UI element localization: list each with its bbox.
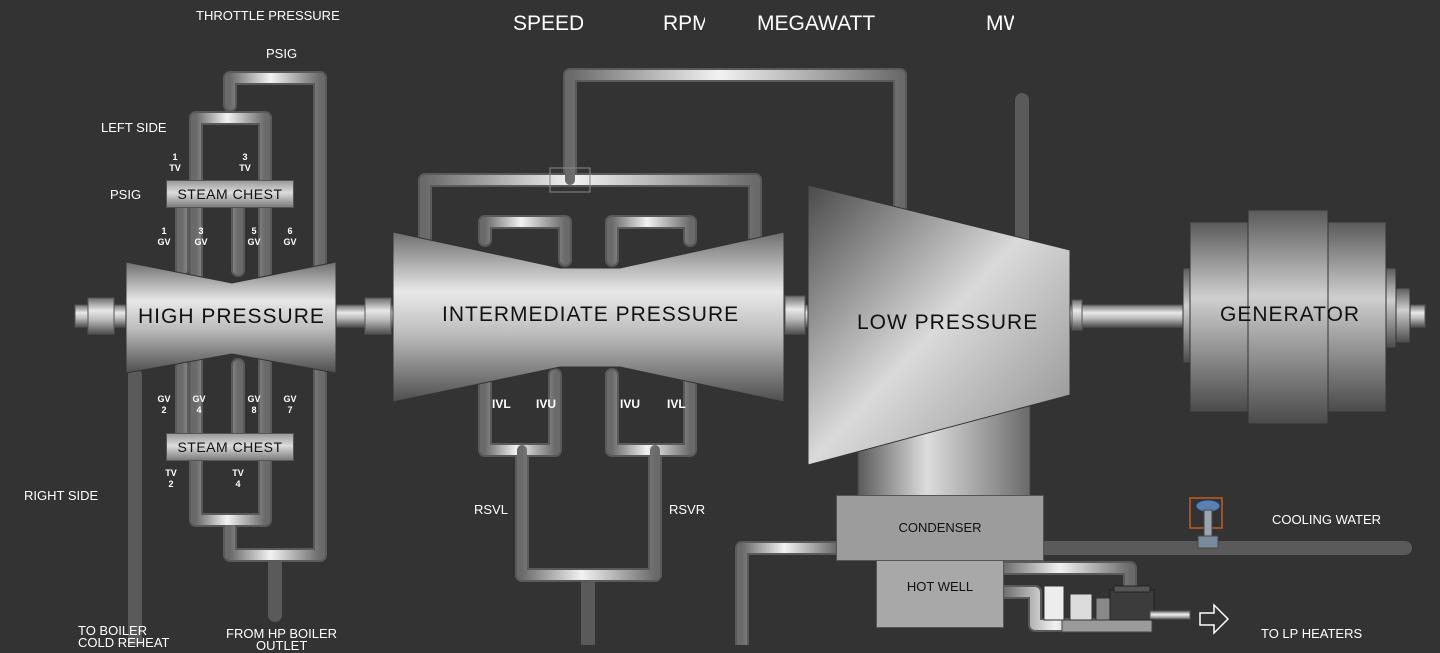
psig-left-label: PSIG bbox=[110, 187, 142, 202]
rsvr-label: RSVR bbox=[669, 502, 706, 517]
valve-ivl-left[interactable]: IVL bbox=[492, 397, 511, 411]
intermediate-pressure-label: INTERMEDIATE PRESSURE bbox=[442, 303, 740, 326]
valve-ivu-right[interactable]: IVU bbox=[620, 397, 641, 411]
cold-reheat-label: COLD REHEAT bbox=[78, 635, 170, 650]
to-boiler-label: TO BOILER bbox=[78, 623, 148, 638]
generator-exciter bbox=[1395, 287, 1411, 344]
high-pressure-turbine[interactable] bbox=[125, 261, 337, 374]
generator-core bbox=[1247, 209, 1329, 425]
cooling-water-valve[interactable] bbox=[1189, 497, 1223, 549]
steam-chest-top[interactable]: STEAM CHEST bbox=[166, 180, 294, 208]
megawatt-label: MEGAWATT bbox=[757, 12, 876, 35]
intermediate-pressure-turbine[interactable] bbox=[392, 231, 785, 403]
condensate-pump[interactable] bbox=[1043, 585, 1191, 633]
valve-ivu-left[interactable]: IVU bbox=[536, 397, 557, 411]
outlet-arrow-icon bbox=[1199, 603, 1230, 635]
rpm-label: RPM bbox=[663, 12, 705, 35]
lp-gen-coupling bbox=[1071, 299, 1083, 331]
low-pressure-turbine[interactable] bbox=[807, 184, 1071, 466]
speed-label: SPEED bbox=[513, 12, 583, 35]
cooling-water-label: COOLING WATER bbox=[1272, 512, 1382, 527]
low-pressure-label: LOW PRESSURE bbox=[857, 311, 1039, 334]
generator-label: GENERATOR bbox=[1220, 303, 1361, 326]
psig-top-label: PSIG bbox=[266, 46, 298, 61]
pipe-network bbox=[128, 68, 1412, 645]
valve-ivl-right[interactable]: IVL bbox=[667, 397, 686, 411]
high-pressure-label: HIGH PRESSURE bbox=[138, 305, 325, 328]
outlet-label: OUTLET bbox=[256, 638, 308, 653]
hp-ip-coupling bbox=[364, 297, 392, 335]
hot-well[interactable]: HOT WELL bbox=[876, 560, 1004, 628]
left-side-label: LEFT SIDE bbox=[101, 120, 167, 135]
mw-label: MW bbox=[986, 12, 1014, 35]
right-side-label: RIGHT SIDE bbox=[24, 488, 99, 503]
steam-chest-bottom[interactable]: STEAM CHEST bbox=[166, 433, 294, 461]
ip-lp-coupling bbox=[784, 295, 806, 335]
rsvl-label: RSVL bbox=[474, 502, 508, 517]
throttle-pressure-label: THROTTLE PRESSURE bbox=[196, 8, 340, 23]
crossover-flange bbox=[549, 167, 591, 193]
generator-end-right bbox=[1385, 267, 1397, 349]
from-hp-boiler-label: FROM HP BOILER bbox=[226, 626, 338, 641]
to-lp-heaters-label: TO LP HEATERS bbox=[1261, 626, 1363, 641]
condenser[interactable]: CONDENSER bbox=[836, 495, 1044, 561]
hp-shaft-coupling bbox=[87, 297, 115, 335]
